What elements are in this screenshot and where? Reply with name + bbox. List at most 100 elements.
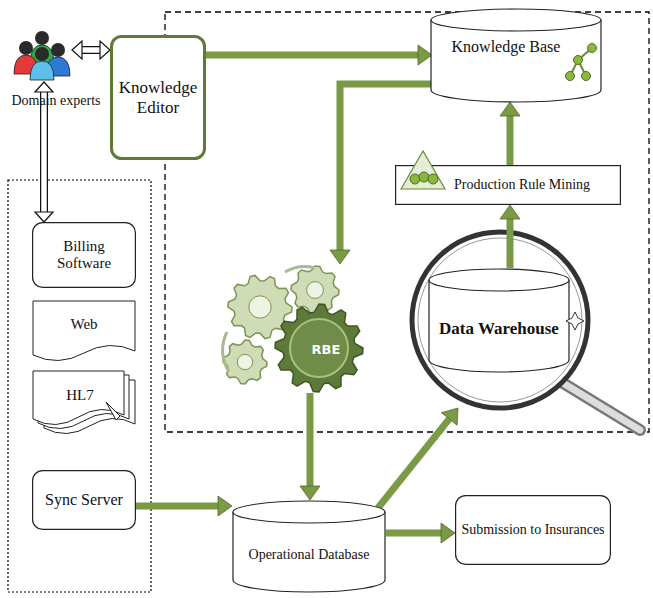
sparkle <box>566 312 584 330</box>
text-area: Submission to Insurances <box>461 501 605 559</box>
node-label: Web <box>70 316 97 333</box>
person-head <box>35 31 49 45</box>
text-area: Production Rule Mining <box>429 169 615 201</box>
connector-arrow <box>378 408 458 508</box>
node-label: Domain experts <box>11 93 100 109</box>
connector-outline <box>40 92 48 212</box>
multidoc-node: HL7 <box>32 370 136 436</box>
pen-icon <box>106 402 120 420</box>
rounded-box <box>33 223 136 288</box>
document-page <box>33 301 135 361</box>
arrowhead <box>72 41 82 59</box>
connector-fill <box>41 92 47 212</box>
document-page <box>33 371 124 425</box>
text-area: Billing Software <box>37 227 131 283</box>
text-area: Sync Server <box>37 475 131 525</box>
rounded-box <box>33 471 136 530</box>
cylinder-top <box>429 269 569 291</box>
arrowhead <box>100 41 110 59</box>
arrowhead <box>441 408 458 425</box>
connector-line <box>507 219 514 268</box>
arrowhead <box>218 496 232 516</box>
node-label: Knowledge Base <box>452 38 561 56</box>
connector-line <box>507 116 514 165</box>
rounded-box <box>112 37 205 159</box>
cyl-node: Data Warehouse <box>428 268 570 372</box>
node-outline <box>430 8 602 102</box>
network-icon-dot <box>588 44 597 53</box>
connector-arrow <box>206 45 432 65</box>
gear <box>291 266 339 314</box>
magnifier-handle <box>563 383 640 430</box>
text-area: Web <box>38 304 130 346</box>
node-label: Data Warehouse <box>439 319 559 339</box>
connector-line <box>307 393 314 486</box>
magnifier-handle-light <box>563 383 640 430</box>
text-area: Knowledge Base <box>444 30 568 64</box>
magnifier-lens <box>412 232 588 408</box>
connector-arrow <box>136 496 232 516</box>
person-head <box>19 41 33 55</box>
round-node: Knowledge Editor <box>110 35 206 160</box>
node-label: RBE <box>312 343 341 358</box>
round-node: Sync Server <box>32 470 136 530</box>
sources-boundary <box>8 180 151 592</box>
connector-arrow <box>500 205 520 268</box>
doc-node: Web <box>32 300 136 362</box>
mining-icon <box>401 151 445 189</box>
node-label: HL7 <box>66 387 94 404</box>
system-boundary <box>165 12 649 432</box>
cylinder-body <box>429 280 569 372</box>
node-label: Production Rule Mining <box>454 177 590 193</box>
network-icon-dot <box>574 56 583 65</box>
arrowhead <box>441 523 455 543</box>
connector-line <box>136 503 218 510</box>
text-area: Operational Database <box>238 526 380 584</box>
arrowhead <box>35 212 53 222</box>
node-label: Sync Server <box>45 491 123 509</box>
node-label: Operational Database <box>249 547 370 563</box>
rbe-gear-face <box>290 319 348 377</box>
cylinder-body <box>431 20 601 102</box>
rounded-box <box>456 496 611 565</box>
node-label: Billing Software <box>37 238 131 273</box>
connector-arrow <box>330 84 432 264</box>
rbe-gear <box>275 304 363 392</box>
text-area: Domain experts <box>0 86 112 116</box>
gear-hub <box>307 282 324 299</box>
cylinder-body <box>233 512 385 592</box>
connector-arrow <box>72 41 110 59</box>
node-label: Submission to Insurances <box>461 522 604 538</box>
connector-arrow <box>386 523 455 543</box>
gear-hub <box>237 354 252 369</box>
gear <box>223 340 267 384</box>
arrowhead <box>35 82 53 92</box>
gear-hub <box>249 296 271 318</box>
text-area: Data Warehouse <box>434 294 564 364</box>
cyl-node: Operational Database <box>232 500 386 592</box>
arrowhead <box>300 486 320 500</box>
person-head <box>51 43 65 57</box>
arrowhead <box>500 102 520 116</box>
rect-node: Production Rule Mining <box>395 165 621 205</box>
cylinder-top <box>431 9 601 31</box>
person-body <box>30 61 54 80</box>
connector-fill <box>82 47 100 53</box>
connector-outline <box>82 46 100 54</box>
round-node: Billing Software <box>32 222 136 288</box>
arrowhead <box>330 250 350 264</box>
magnifier-inner-ring <box>418 238 582 402</box>
node-label: Knowledge Editor <box>116 78 200 117</box>
mining-pea <box>419 172 429 182</box>
person-node: Domain experts <box>0 24 112 116</box>
connector-line <box>386 530 441 537</box>
node-outline <box>215 262 365 397</box>
text-area: Knowledge Editor <box>116 41 200 154</box>
person-head <box>35 47 49 61</box>
round-node: Submission to Insurances <box>455 495 611 565</box>
cylinder-top <box>233 501 385 523</box>
network-icon-dot <box>566 72 575 81</box>
cyl-node: Knowledge Base <box>430 8 602 102</box>
arrowhead <box>500 205 520 219</box>
